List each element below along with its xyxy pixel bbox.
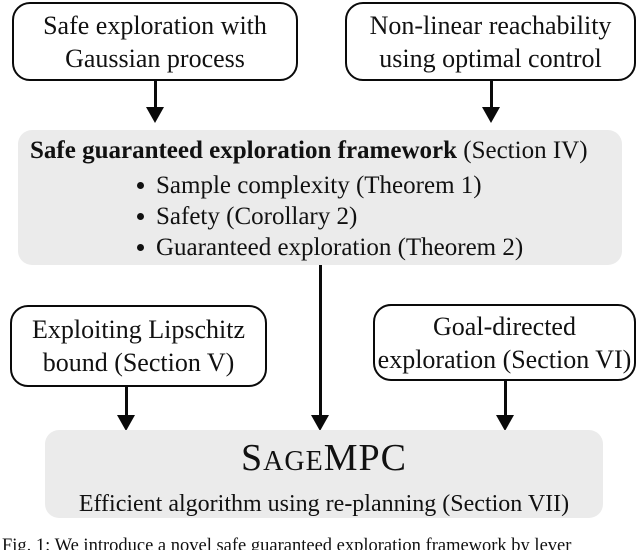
arrow-head-icon [146, 107, 164, 123]
arrow-stem [503, 381, 507, 415]
arrow-head-icon [117, 415, 135, 431]
node-goal-directed-line2: exploration (Section VI) [377, 344, 632, 374]
framework-title: Safe guaranteed exploration framework (S… [18, 130, 622, 167]
bullet-text: Guaranteed exploration (Theorem 2) [156, 234, 524, 261]
list-item: Safety (Corollary 2) [137, 201, 622, 232]
bullet-text: Sample complexity (Theorem 1) [156, 172, 482, 199]
arrow-head-icon [496, 415, 514, 431]
bullet-icon [137, 213, 144, 220]
arrow-down-icon [482, 81, 500, 123]
framework-bullet-list: Sample complexity (Theorem 1) Safety (Co… [137, 170, 622, 263]
framework-title-section: (Section IV) [457, 137, 588, 164]
arrow-stem [153, 81, 157, 107]
arrow-down-icon [496, 381, 514, 431]
arrow-stem [489, 81, 493, 107]
node-lipschitz-bound: Exploiting Lipschitz bound (Section V) [10, 305, 267, 387]
list-item: Guaranteed exploration (Theorem 2) [137, 232, 622, 263]
sagempc-subtitle: Efficient algorithm using re-planning (S… [78, 491, 570, 517]
panel-sagempc: SAGEMPC Efficient algorithm using re-pla… [45, 430, 603, 518]
panel-framework: Safe guaranteed exploration framework (S… [18, 130, 622, 265]
arrow-stem [124, 387, 128, 415]
framework-title-bold: Safe guaranteed exploration framework [30, 137, 458, 164]
sagempc-title-mpc: MPC [323, 437, 407, 479]
sagempc-title-age: AGE [263, 446, 324, 477]
node-nonlinear-reachability: Non-linear reachability using optimal co… [345, 2, 636, 81]
arrow-stem [318, 265, 322, 415]
arrow-down-icon [311, 265, 329, 431]
bullet-icon [137, 182, 144, 189]
node-safe-exploration-line1: Safe exploration with [43, 10, 267, 40]
arrow-head-icon [311, 415, 329, 431]
list-item: Sample complexity (Theorem 1) [137, 170, 622, 201]
bullet-icon [137, 244, 144, 251]
node-goal-directed: Goal-directed exploration (Section VI) [373, 304, 636, 381]
sagempc-title: SAGEMPC [45, 436, 603, 488]
arrow-down-icon [117, 387, 135, 431]
node-nonlinear-reachability-line2: using optimal control [379, 43, 602, 73]
bullet-text: Safety (Corollary 2) [156, 203, 358, 230]
node-goal-directed-line1: Goal-directed [433, 311, 576, 341]
arrow-down-icon [146, 81, 164, 123]
node-lipschitz-line1: Exploiting Lipschitz [31, 315, 246, 344]
node-safe-exploration: Safe exploration with Gaussian process [12, 2, 298, 81]
figure-caption: Fig. 1: We introduce a novel safe guaran… [2, 536, 572, 550]
node-nonlinear-reachability-line1: Non-linear reachability [369, 10, 612, 40]
sagempc-title-s: S [241, 437, 264, 479]
node-safe-exploration-line2: Gaussian process [65, 43, 245, 73]
arrow-head-icon [482, 107, 500, 123]
node-lipschitz-line2: bound (Section V) [42, 348, 235, 377]
